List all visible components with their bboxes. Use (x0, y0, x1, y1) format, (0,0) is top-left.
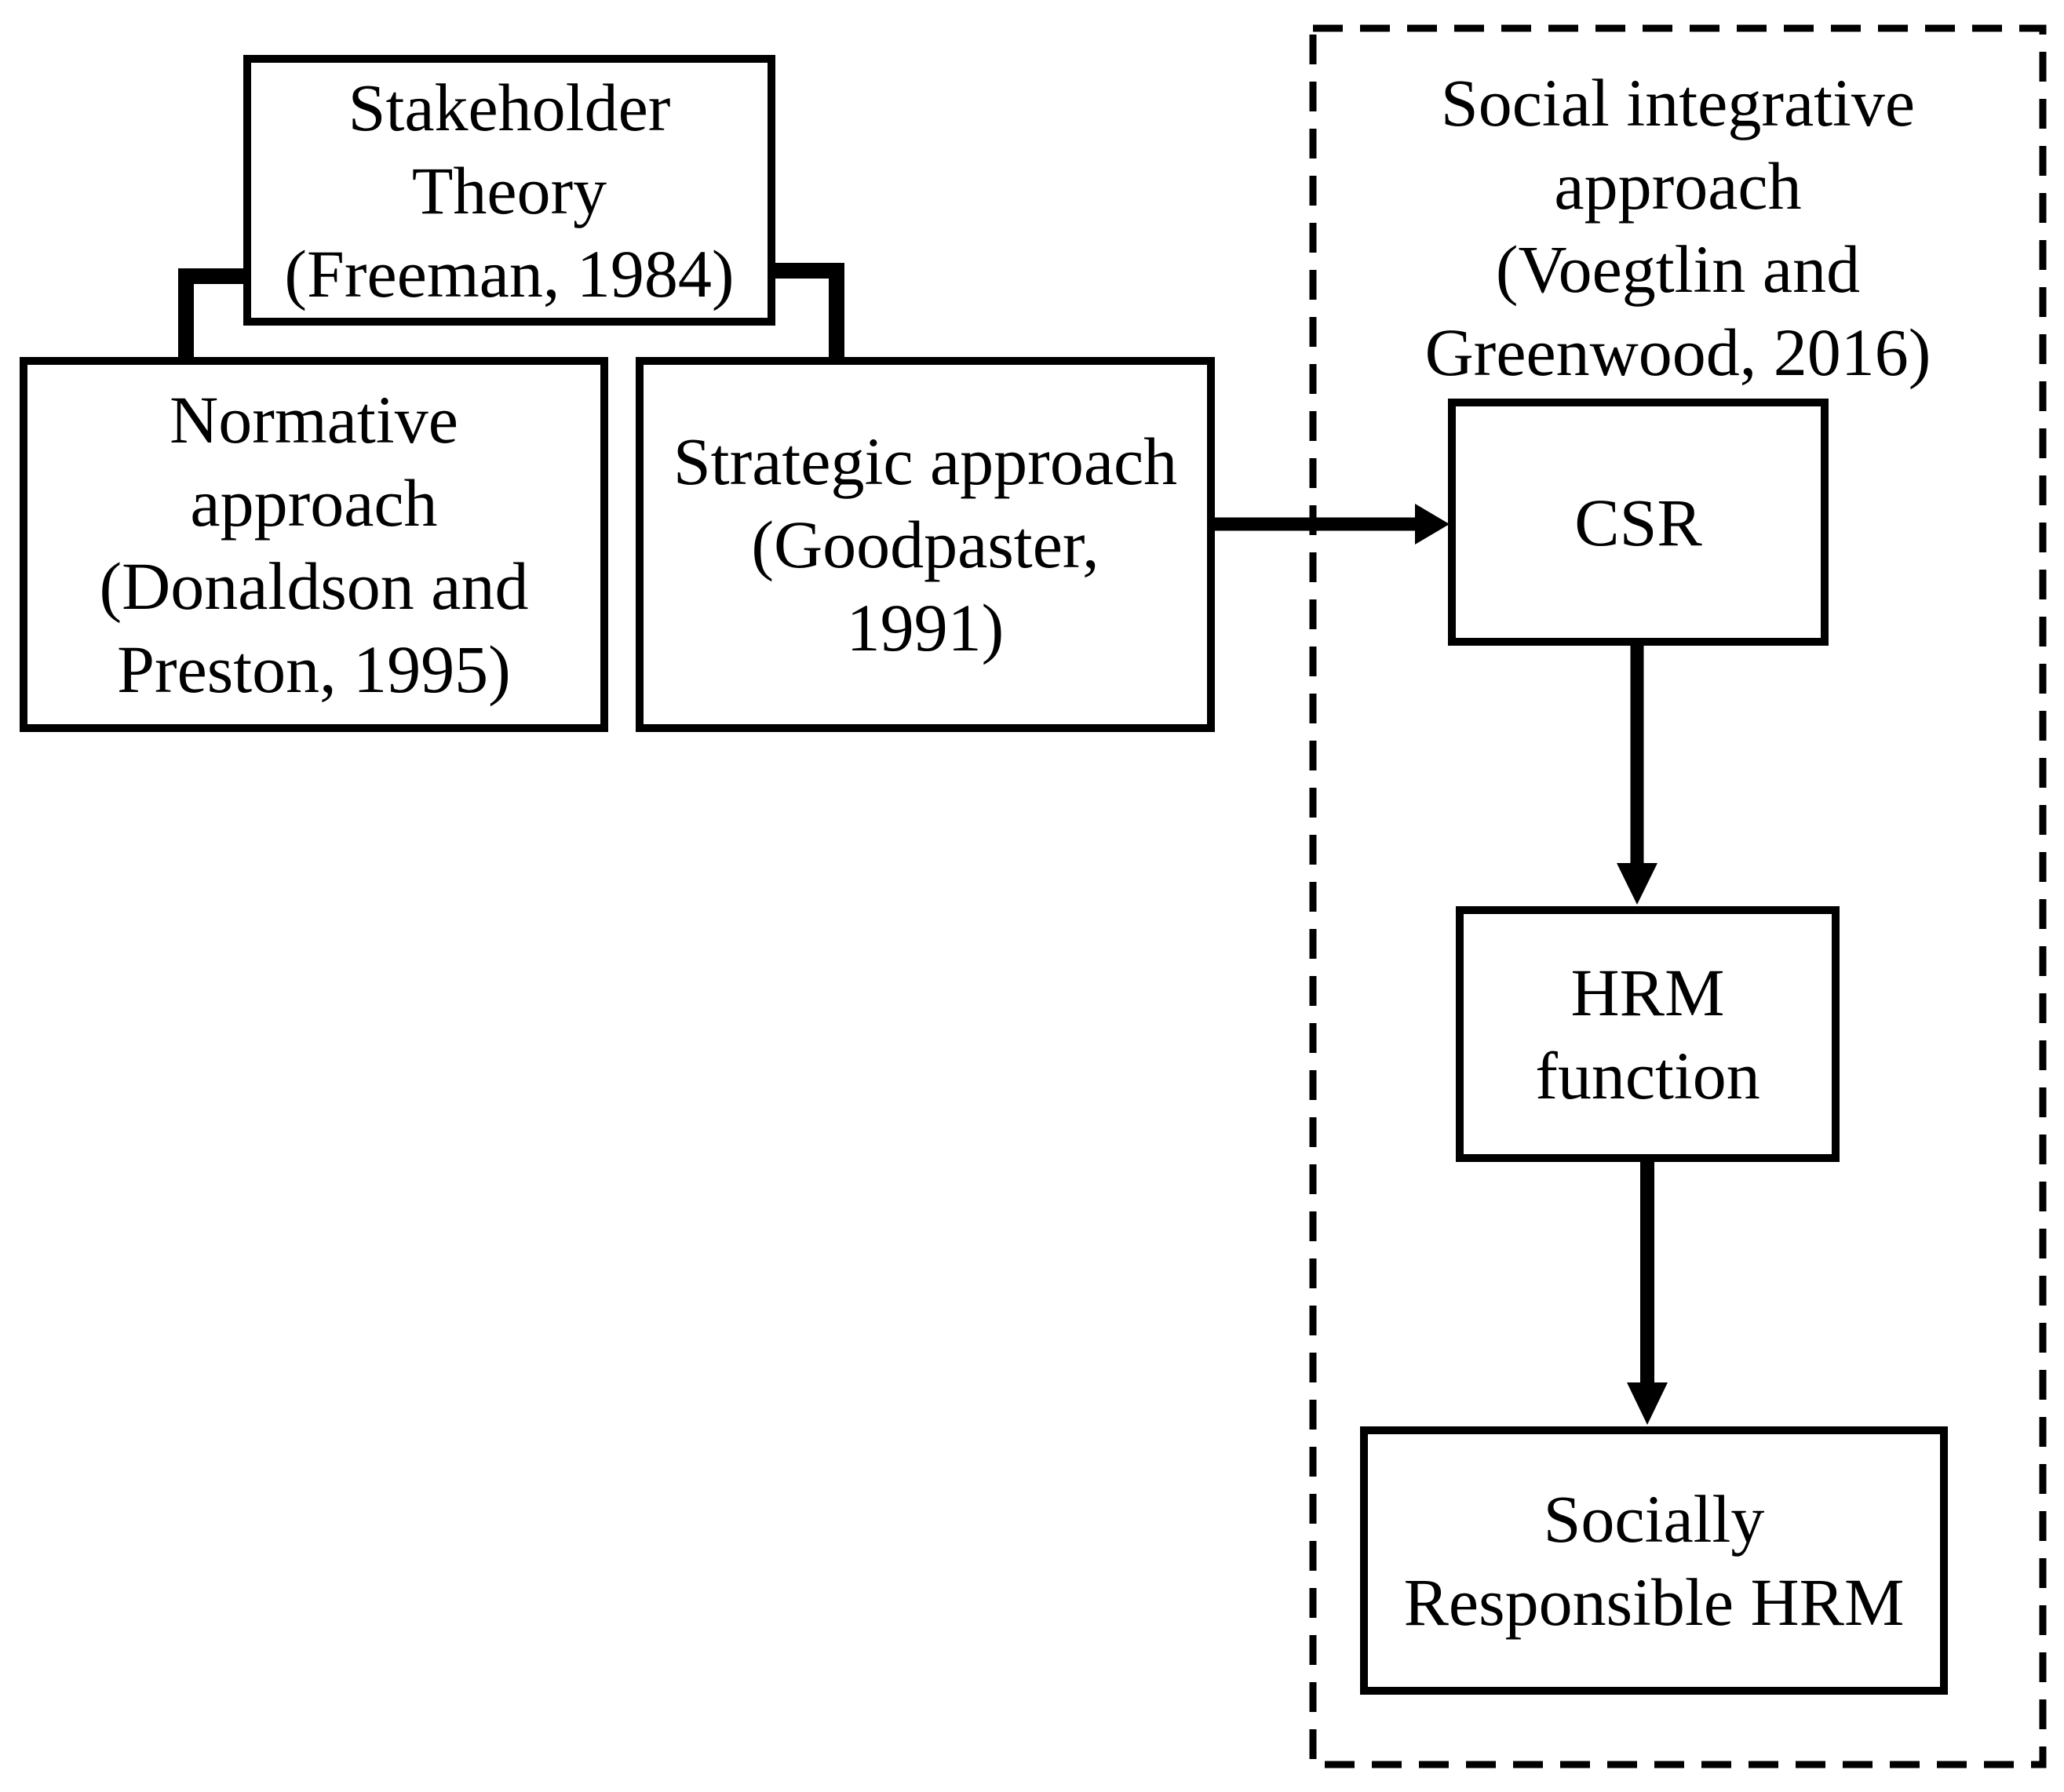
node-socially-responsible-hrm-label: Socially Responsible HRM (1403, 1481, 1905, 1640)
arrow-hrm-socially-responsible-hrm (1627, 1160, 1668, 1425)
node-normative-approach-label: Normative approach (Donaldson and Presto… (99, 382, 529, 707)
connector-stakeholder-normative (178, 268, 243, 357)
node-csr: CSR (1448, 399, 1829, 646)
arrow-csr-hrm (1617, 643, 1657, 905)
group-social-integrative-label-text: Social integrative approach (Voegtlin an… (1424, 65, 1931, 390)
node-hrm-function-label: HRM function (1535, 955, 1760, 1113)
node-hrm-function: HRM function (1456, 906, 1840, 1162)
connector-stakeholder-strategic (775, 263, 844, 357)
arrow-strategic-csr (1215, 504, 1450, 545)
node-normative-approach: Normative approach (Donaldson and Presto… (20, 357, 608, 732)
node-strategic-approach: Strategic approach (Goodpaster, 1991) (636, 357, 1215, 732)
node-csr-label: CSR (1574, 484, 1702, 560)
node-socially-responsible-hrm: Socially Responsible HRM (1360, 1426, 1948, 1695)
node-stakeholder-theory: Stakeholder Theory (Freeman, 1984) (243, 55, 775, 326)
group-social-integrative-label: Social integrative approach (Voegtlin an… (1313, 61, 2043, 394)
node-strategic-approach-label: Strategic approach (Goodpaster, 1991) (673, 424, 1178, 665)
node-stakeholder-theory-label: Stakeholder Theory (Freeman, 1984) (284, 69, 735, 311)
